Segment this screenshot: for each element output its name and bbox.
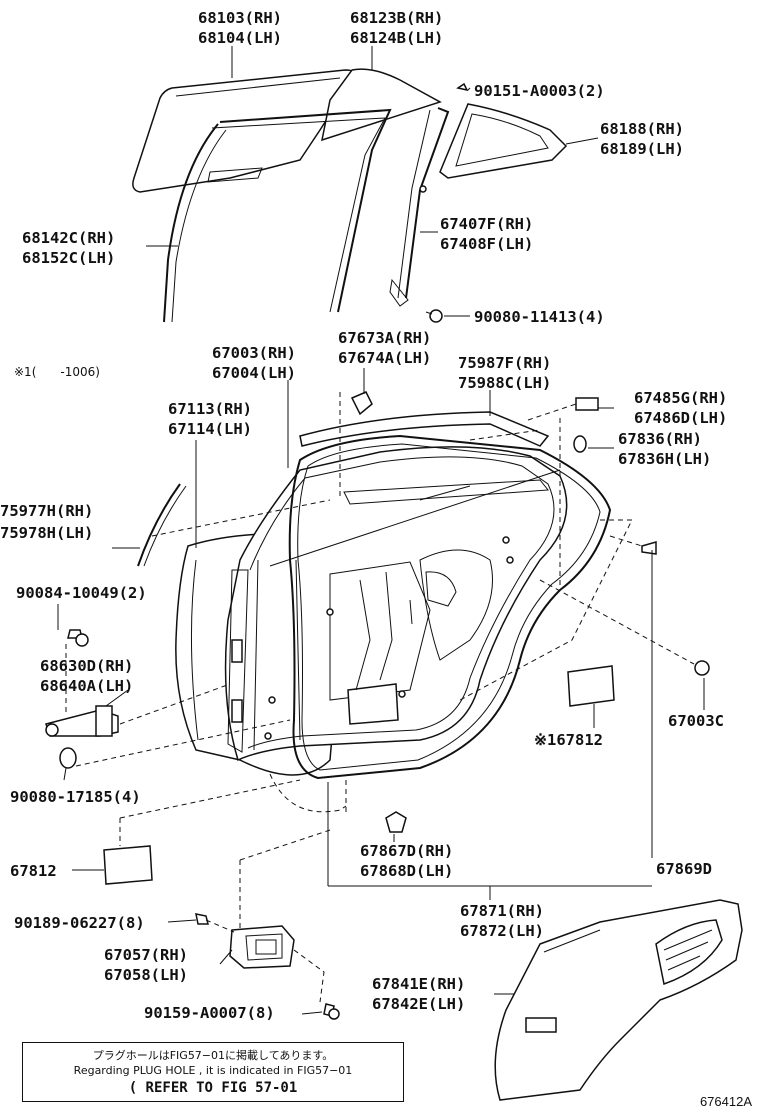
label-67871: 67871(RH) (460, 902, 544, 920)
label-67057: 67057(RH) (104, 946, 188, 964)
label-75977H: 75977H(RH) (0, 502, 93, 520)
plug-hole-note-box: プラグホールはFIG57−01に掲載してあります。 Regarding PLUG… (22, 1042, 404, 1102)
leader-lines (57, 46, 705, 1015)
label-67058: 67058(LH) (104, 966, 188, 984)
note-english-text: Regarding PLUG HOLE , it is indicated in… (73, 1064, 353, 1077)
label-67673A: 67673A(RH) (338, 329, 431, 347)
label-67485G: 67485G(RH) (634, 389, 727, 407)
label-67841E: 67841E(RH) (372, 975, 465, 993)
label-67868D: 67868D(LH) (360, 862, 453, 880)
label-90084: 90084-10049(2) (16, 584, 147, 602)
note-refer-link[interactable]: ( REFER TO FIG 57-01 (128, 1080, 298, 1096)
label-90159: 90159-A0007(8) (144, 1004, 275, 1022)
label-68142C: 68142C(RH) (22, 229, 115, 247)
label-68152C: 68152C(LH) (22, 249, 115, 267)
label-90080-17185: 90080-17185(4) (10, 788, 141, 806)
label-67836H: 67836H(LH) (618, 450, 711, 468)
label-68104: 68104(LH) (198, 29, 282, 47)
label-67674A: 67674A(LH) (338, 349, 431, 367)
label-90189: 90189-06227(8) (14, 914, 145, 932)
label-90151: 90151-A0003(2) (474, 82, 605, 100)
label-75987F: 75987F(RH) (458, 354, 551, 372)
label-67812: 67812 (10, 862, 57, 880)
hinge-and-check-drawing (45, 629, 340, 1020)
label-90080-11413: 90080-11413(4) (474, 308, 605, 326)
label-67003C: 67003C (668, 712, 724, 730)
label-67407F: 67407F(RH) (440, 215, 533, 233)
label-68640A: 68640A(LH) (40, 677, 133, 695)
label-68103: 68103(RH) (198, 9, 282, 27)
label-75988C: 75988C(LH) (458, 374, 551, 392)
label-68189: 68189(LH) (600, 140, 684, 158)
part-labels: 68103(RH) 68104(LH) 68123B(RH) 68124B(LH… (0, 9, 727, 1022)
label-67114: 67114(LH) (168, 420, 252, 438)
door-body-drawing (175, 446, 568, 776)
label-67836: 67836(RH) (618, 430, 702, 448)
label-75978H: 75978H(LH) (0, 524, 93, 542)
door-trim-panel-drawing (494, 899, 743, 1101)
label-68123B: 68123B(RH) (350, 9, 443, 27)
door-glass-drawing (132, 68, 568, 323)
label-67004: 67004(LH) (212, 364, 296, 382)
dashed-reference-lines (65, 392, 695, 1003)
label-67869D: 67869D (656, 860, 712, 878)
label-67867D: 67867D(RH) (360, 842, 453, 860)
label-67113: 67113(RH) (168, 400, 252, 418)
label-note-ref: ※1( -1006) (14, 365, 100, 379)
note-japanese-text: プラグホールはFIG57−01に掲載してあります。 (92, 1049, 334, 1062)
label-68630D: 68630D(RH) (40, 657, 133, 675)
label-67486D: 67486D(LH) (634, 409, 727, 427)
label-68188: 68188(RH) (600, 120, 684, 138)
label-68124B: 68124B(LH) (350, 29, 443, 47)
label-67842E: 67842E(LH) (372, 995, 465, 1013)
label-67408F: 67408F(LH) (440, 235, 533, 253)
figure-id: 676412A (699, 1094, 752, 1109)
label-67872: 67872(LH) (460, 922, 544, 940)
label-167812: ※167812 (534, 731, 603, 749)
label-67003: 67003(RH) (212, 344, 296, 362)
